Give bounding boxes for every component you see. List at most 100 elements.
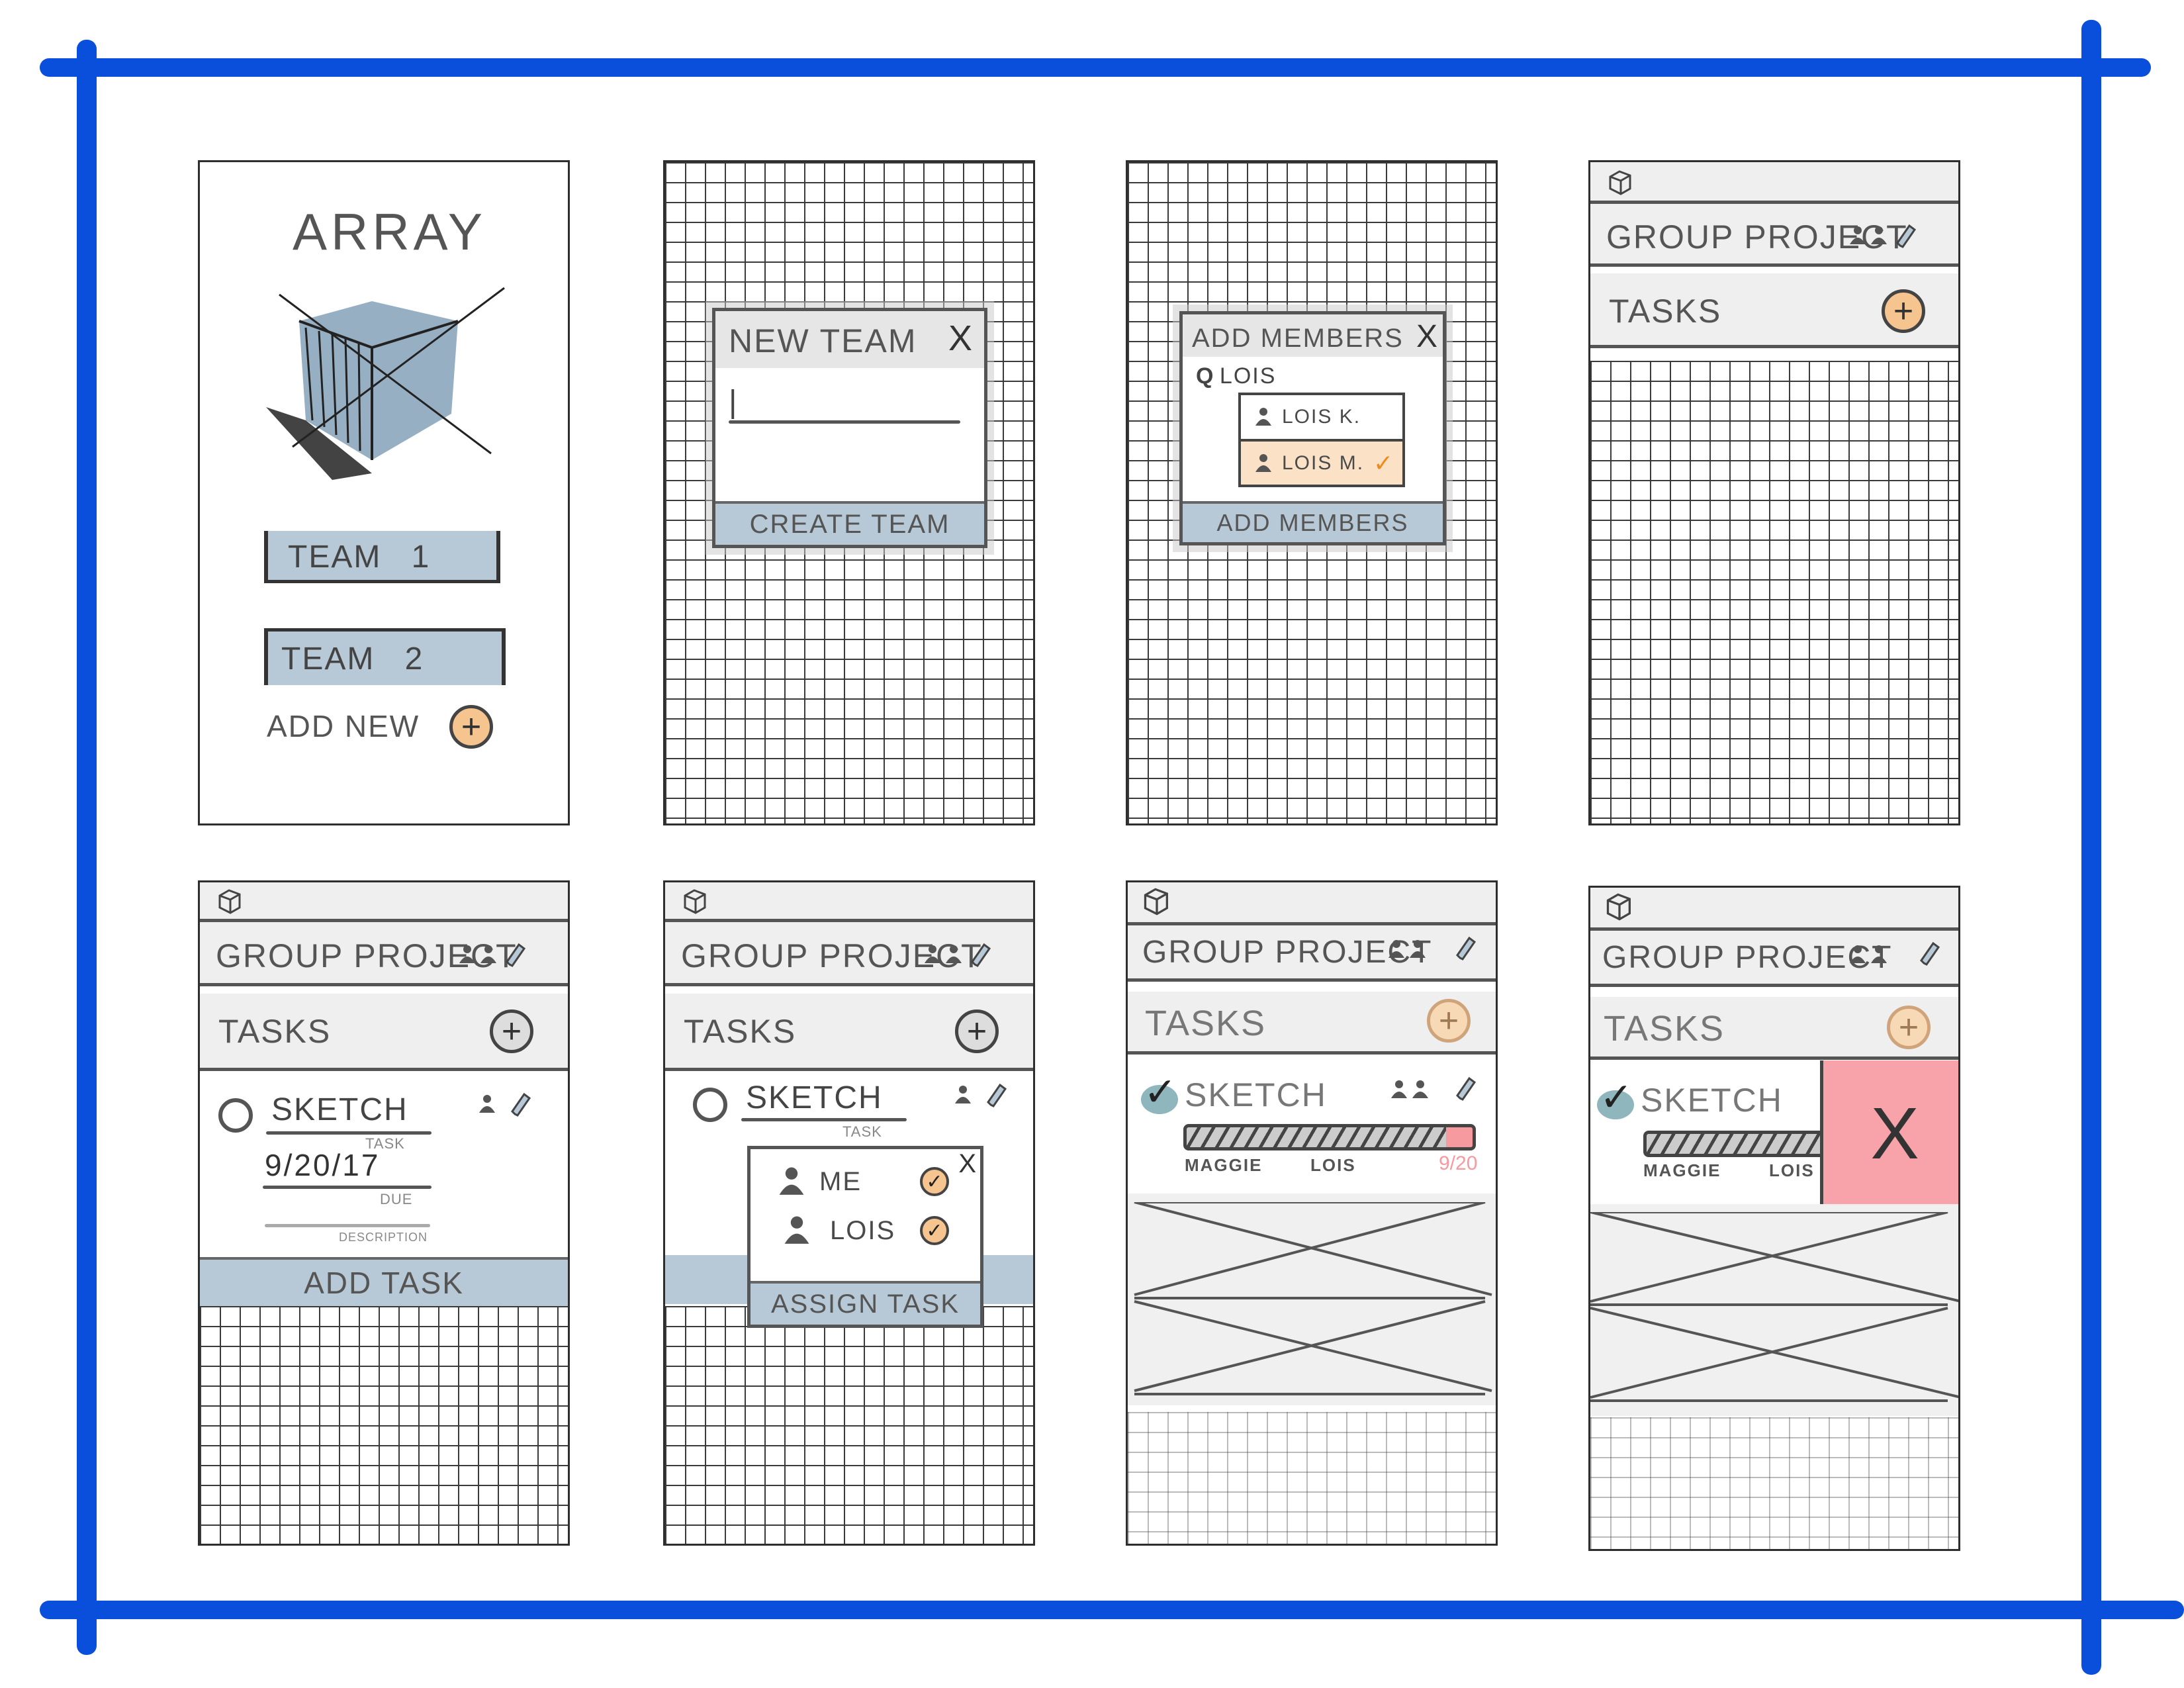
task-name-input[interactable]: SKETCH (271, 1092, 408, 1127)
assign-person-icon[interactable] (954, 1085, 972, 1105)
edit-pencil-icon[interactable] (970, 942, 993, 968)
project-title: GROUP PROJECT (1606, 218, 1908, 256)
cube-home-icon[interactable] (217, 888, 244, 915)
project-header (1128, 925, 1496, 982)
add-new-label[interactable]: ADD NEW (267, 709, 420, 743)
edit-pencil-icon[interactable] (1455, 935, 1479, 962)
add-task-button[interactable]: + (1882, 289, 1925, 333)
assignees-icon[interactable] (1390, 1080, 1432, 1101)
team-item-1[interactable]: TEAM 1 (264, 531, 500, 583)
members-icon[interactable] (1848, 226, 1891, 247)
task-checkbox[interactable] (693, 1088, 727, 1122)
edit-pencil-icon[interactable] (510, 1092, 533, 1118)
overdue-marker (1446, 1127, 1473, 1147)
person-icon (1255, 453, 1271, 472)
assign-task-button[interactable]: ASSIGN TASK (751, 1281, 980, 1325)
task-form: SKETCH TASK 9/20/17 DUE DESCRIPTION (200, 1074, 568, 1256)
plus-icon: + (1898, 1008, 1919, 1047)
assignee-row[interactable]: ME ✓ (777, 1166, 949, 1197)
top-bar (1128, 882, 1496, 925)
team-item-2[interactable]: TEAM 2 (264, 628, 506, 685)
frame-right (2081, 20, 2101, 1675)
dialog-header (1183, 314, 1443, 357)
project-title: GROUP PROJECT (216, 937, 518, 974)
new-team-dialog: NEW TEAM X | CREATE TEAM (712, 308, 987, 548)
task-progress-bar (1183, 1124, 1476, 1150)
cube-home-icon[interactable] (1142, 886, 1171, 917)
screen-team-list: ARRAY TEAM 1 TEAM 2 ADD NEW + (198, 160, 570, 825)
add-task-submit-button[interactable]: ADD TASK (200, 1257, 568, 1306)
project-header (1590, 204, 1958, 267)
check-icon: ✓ (1144, 1070, 1177, 1114)
edit-pencil-icon[interactable] (1455, 1076, 1479, 1102)
result-item[interactable]: LOIS K. (1241, 395, 1402, 442)
members-icon[interactable] (1848, 945, 1891, 966)
task-complete-checkbox[interactable]: ✓ (1597, 1075, 1634, 1119)
cube-home-icon[interactable] (1605, 892, 1634, 922)
add-task-button[interactable]: + (955, 1009, 999, 1053)
cube-home-icon[interactable] (1608, 169, 1634, 197)
grid-area (1128, 1412, 1496, 1544)
progress-label: LOIS (1310, 1155, 1356, 1175)
project-header (200, 922, 568, 986)
plus-icon: + (461, 708, 482, 746)
frame-left (77, 40, 97, 1655)
grid-area (200, 1306, 568, 1544)
assign-person-icon[interactable] (478, 1094, 496, 1114)
delete-task-button[interactable]: X (1820, 1060, 1958, 1206)
close-icon[interactable]: X (958, 1149, 976, 1178)
section-title: TASKS (1609, 293, 1722, 330)
assignee-name: LOIS (830, 1215, 896, 1245)
plus-icon: + (966, 1012, 987, 1051)
check-icon: ✓ (1373, 449, 1394, 477)
edit-pencil-icon[interactable] (504, 942, 528, 968)
edit-pencil-icon[interactable] (1895, 223, 1919, 250)
result-item-selected[interactable]: LOIS M. ✓ (1241, 442, 1402, 485)
close-icon[interactable]: X (1416, 319, 1437, 354)
members-icon[interactable] (458, 945, 500, 966)
assignee-row[interactable]: LOIS ✓ (777, 1215, 949, 1246)
search-value: LOIS (1219, 363, 1277, 389)
screen-project-empty: GROUP PROJECT TASKS + (1588, 160, 1960, 825)
task-name-input[interactable]: SKETCH (746, 1080, 883, 1115)
frame-top (40, 58, 2151, 77)
task-field-label: TASK (842, 1123, 882, 1140)
assignee-checkbox[interactable]: ✓ (920, 1216, 949, 1245)
members-icon[interactable] (923, 945, 966, 966)
screen-add-task: GROUP PROJECT TASKS + SKETCH TASK 9/20/1… (198, 880, 570, 1546)
input-cursor: | (729, 385, 737, 420)
add-task-button[interactable]: + (1887, 1006, 1931, 1049)
section-title: TASKS (1604, 1009, 1725, 1049)
add-team-button[interactable]: + (449, 705, 493, 749)
task-complete-checkbox[interactable]: ✓ (1141, 1070, 1178, 1114)
progress-label: MAGGIE (1185, 1155, 1263, 1175)
dialog-title: ADD MEMBERS (1192, 324, 1404, 353)
app-title: ARRAY (293, 203, 486, 261)
add-task-button[interactable]: + (1427, 999, 1471, 1043)
edit-pencil-icon[interactable] (985, 1082, 1009, 1109)
create-team-button[interactable]: CREATE TEAM (715, 501, 984, 545)
project-title: GROUP PROJECT (681, 937, 983, 974)
frame-bottom (40, 1601, 2184, 1619)
person-icon (784, 1216, 809, 1244)
project-title: GROUP PROJECT (1142, 935, 1433, 970)
task-checkbox[interactable] (218, 1098, 253, 1133)
due-date-input[interactable]: 9/20/17 (265, 1148, 381, 1182)
assignee-checkbox[interactable]: ✓ (920, 1167, 949, 1196)
task-field-label: TASK (365, 1135, 405, 1152)
add-members-button[interactable]: ADD MEMBERS (1183, 501, 1443, 542)
members-icon[interactable] (1387, 939, 1430, 961)
add-task-button[interactable]: + (490, 1009, 533, 1053)
project-title: GROUP PROJECT (1602, 940, 1893, 975)
team-name-input[interactable]: | (729, 384, 960, 424)
member-search[interactable]: Q LOIS (1196, 363, 1276, 389)
edit-pencil-icon[interactable] (1919, 941, 1942, 967)
description-field-label: DESCRIPTION (339, 1231, 428, 1244)
top-bar (200, 882, 568, 922)
close-icon[interactable]: X (948, 318, 972, 358)
check-icon: ✓ (1600, 1075, 1633, 1119)
empty-task-area (1590, 361, 1958, 823)
cube-home-icon[interactable] (682, 888, 709, 915)
description-input[interactable] (265, 1224, 430, 1227)
add-members-dialog: ADD MEMBERS X Q LOIS LOIS K. LOIS M. ✓ A… (1179, 311, 1446, 545)
